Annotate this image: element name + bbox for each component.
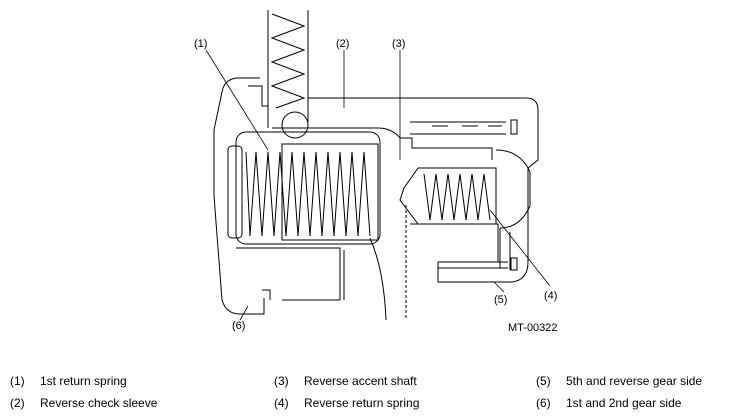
legend-number: (2) <box>10 396 25 410</box>
callout-1: (1) <box>194 38 208 50</box>
callout-3: (3) <box>392 38 406 50</box>
callout-4: (4) <box>544 290 558 302</box>
callout-2: (2) <box>336 38 350 50</box>
legend-item: (6) 1st and 2nd gear side <box>536 396 681 410</box>
diagram-drawing <box>205 10 551 321</box>
legend-item: (5) 5th and reverse gear side <box>536 374 702 388</box>
first-return-spring-cylinder <box>235 131 381 245</box>
cross-section-diagram: (1) (2) (3) (4) (5) (6) MT-00322 <box>194 10 558 334</box>
leader-4 <box>489 209 551 287</box>
legend-text: 1st and 2nd gear side <box>566 396 682 410</box>
figure-code: MT-00322 <box>508 322 558 334</box>
legend-text: Reverse check sleeve <box>40 396 158 410</box>
leader-6 <box>239 305 249 321</box>
callout-5: (5) <box>494 294 508 306</box>
legend-text: Reverse accent shaft <box>304 374 417 388</box>
legend-number: (5) <box>536 374 551 388</box>
legend-item: (1) 1st return spring <box>10 374 127 388</box>
detent-spring-housing <box>267 10 309 128</box>
first-return-spring <box>245 151 371 237</box>
detent-ball <box>281 111 309 139</box>
legend-item: (3) Reverse accent shaft <box>274 374 417 388</box>
gear-side-case-left <box>213 77 265 315</box>
legend-item: (4) Reverse return spring <box>274 396 419 410</box>
callout-6: (6) <box>232 320 246 332</box>
legend-text: 5th and reverse gear side <box>566 374 703 388</box>
legend-item: (2) Reverse check sleeve <box>10 396 157 410</box>
legend-number: (3) <box>274 374 289 388</box>
legend-number: (4) <box>274 396 289 410</box>
leader-1 <box>205 49 269 151</box>
leader-5 <box>493 281 505 293</box>
detent-spring <box>270 13 306 109</box>
legend-text: 1st return spring <box>40 374 127 388</box>
legend-number: (6) <box>536 396 551 410</box>
legend-text: Reverse return spring <box>304 396 420 410</box>
reverse-return-spring <box>423 173 491 221</box>
legend: (1) 1st return spring (2) Reverse check sl… <box>0 368 730 418</box>
legend-number: (1) <box>10 374 25 388</box>
